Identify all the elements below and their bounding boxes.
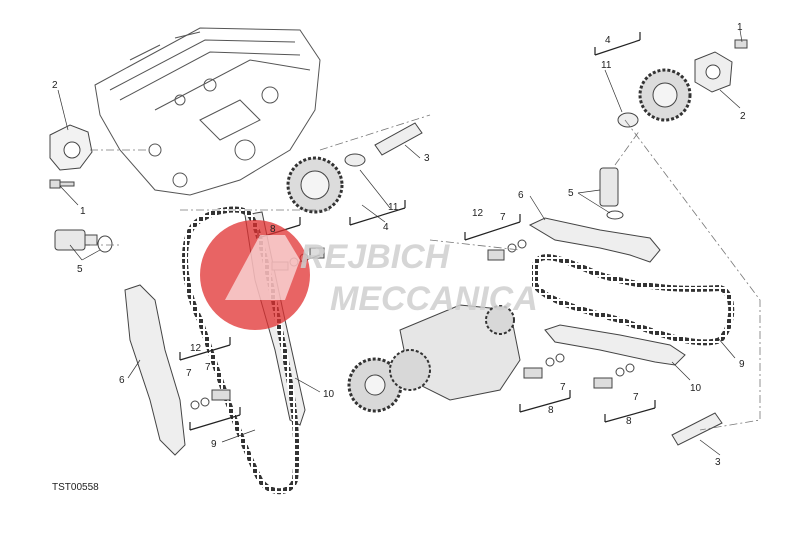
tensioner-plunger-right [599, 167, 624, 220]
bolt-stack-upper-right [487, 239, 527, 261]
callout-2: 2 [740, 111, 746, 122]
callout-7: 7 [633, 392, 639, 403]
callout-8: 8 [548, 405, 554, 416]
callout-10: 10 [690, 383, 702, 394]
fixed-guide-right [544, 324, 686, 366]
callout-1: 1 [80, 206, 86, 217]
callout-5: 5 [568, 188, 574, 199]
callout-4: 4 [605, 35, 611, 46]
callout-5: 5 [77, 264, 83, 275]
callout-11: 11 [388, 202, 399, 213]
leader-lines [57, 29, 743, 456]
crankshaft [347, 304, 521, 413]
callout-3: 3 [715, 457, 721, 468]
bushing-11-left [344, 153, 366, 167]
callout-12: 12 [472, 208, 484, 219]
watermark-line2: MECCANICA [330, 280, 538, 318]
bushing-11-right [617, 112, 639, 128]
cam-gear-right [638, 68, 692, 122]
callout-11: 11 [601, 60, 612, 71]
drawing-code: TST00558 [52, 482, 99, 493]
chain-guide-left [124, 284, 186, 456]
callout-7: 7 [560, 382, 566, 393]
callout-1: 2 [52, 80, 58, 91]
tensioner-cover-left [49, 124, 93, 171]
bolt-stack-lower-right-b [593, 363, 635, 389]
callout-10: 10 [323, 389, 335, 400]
callout-12: 12 [190, 343, 202, 354]
callout-3: 3 [424, 153, 430, 164]
cylinder-head [94, 27, 321, 196]
bolt-left [49, 179, 75, 189]
callout-8: 8 [626, 416, 632, 427]
callout-1: 1 [737, 22, 743, 33]
pin-3-bottom [671, 412, 723, 446]
watermark: REJBICH MECCANICA [200, 220, 538, 330]
callout-6: 6 [119, 375, 125, 386]
cam-gear-left [286, 156, 344, 214]
callout-4: 4 [383, 222, 389, 233]
callout-8: 8 [270, 224, 276, 235]
tensioner-cover-right [694, 51, 733, 93]
callout-9: 9 [739, 359, 745, 370]
tensioner-plunger-left [54, 229, 113, 253]
watermark-line1: REJBICH [300, 238, 451, 276]
callout-7: 7 [205, 362, 211, 373]
timing-chain-right [532, 254, 735, 346]
chain-guide-right [528, 217, 661, 263]
bolt-stack-lower-right-a [523, 353, 565, 379]
bolt-right [734, 39, 748, 49]
callout-7: 7 [500, 212, 506, 223]
callout-6: 6 [518, 190, 524, 201]
pin-3-top [374, 122, 423, 156]
callout-7: 7 [186, 368, 192, 379]
callout-labels: 2 1 5 6 12 7 7 8 9 10 3 11 4 4 11 1 2 5 … [52, 22, 746, 468]
bolt-stack-lower-left [190, 389, 231, 410]
assembly-lines [90, 114, 761, 431]
callout-9: 9 [211, 439, 217, 450]
